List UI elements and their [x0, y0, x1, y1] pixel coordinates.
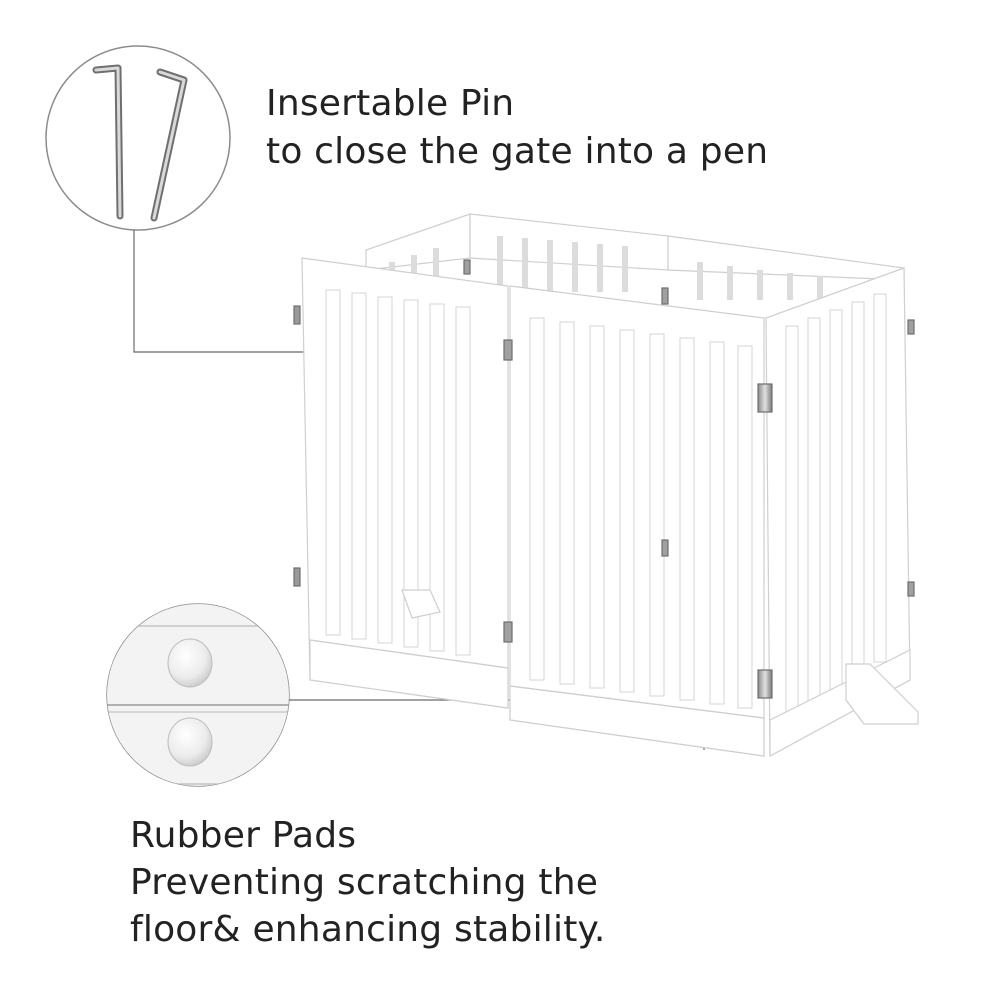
- pin-caption: Insertable Pin to close the gate into a …: [266, 80, 768, 176]
- support-foot-right: [845, 663, 919, 725]
- right-side-panel: [757, 267, 915, 758]
- folding-pet-gate-icon: [293, 213, 919, 758]
- pad-caption: Rubber Pads Preventing scratching the fl…: [130, 812, 606, 953]
- hook-pin-icon: [92, 64, 188, 222]
- front-left-panel: [293, 257, 509, 709]
- support-foot-left: [401, 589, 441, 619]
- pin-title: Insertable Pin: [266, 83, 515, 124]
- front-middle-panel: [463, 259, 765, 757]
- rubber-pad-icon: [107, 604, 289, 786]
- pad-description-line-2: floor& enhancing stability.: [130, 909, 606, 950]
- pad-title: Rubber Pads: [130, 815, 357, 856]
- back-panels: [365, 213, 905, 300]
- pad-detail-magnifier: [106, 603, 290, 787]
- pin-detail-magnifier: [45, 45, 231, 231]
- pad-description-line-1: Preventing scratching the: [130, 862, 599, 903]
- pin-subtitle: to close the gate into a pen: [266, 131, 769, 172]
